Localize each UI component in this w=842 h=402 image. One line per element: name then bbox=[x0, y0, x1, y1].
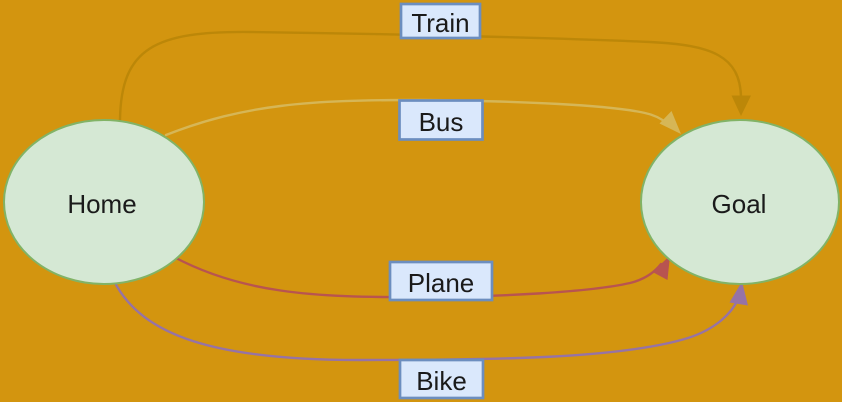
bus-label-text: Bus bbox=[419, 107, 464, 137]
home-node-label: Home bbox=[67, 189, 136, 219]
goal-node[interactable]: Goal bbox=[640, 119, 840, 285]
train-label-text: Train bbox=[411, 8, 469, 38]
home-node-shape[interactable] bbox=[3, 119, 205, 285]
bike-label-box[interactable] bbox=[398, 358, 485, 400]
home-node[interactable]: Home bbox=[3, 119, 205, 285]
train-arrowhead-icon bbox=[731, 95, 751, 116]
plane-edge-label[interactable]: Plane bbox=[388, 260, 494, 302]
train-label-box[interactable] bbox=[399, 2, 482, 40]
train-edge-label[interactable]: Train bbox=[399, 2, 482, 40]
bus-label-box[interactable] bbox=[398, 99, 484, 141]
bus-edge-label[interactable]: Bus bbox=[398, 99, 484, 141]
plane-arrowhead-icon bbox=[652, 255, 670, 280]
plane-label-box[interactable] bbox=[388, 260, 494, 302]
plane-label-text: Plane bbox=[408, 268, 475, 298]
bus-arrowhead-icon bbox=[659, 111, 681, 134]
goal-node-shape[interactable] bbox=[640, 119, 840, 285]
bike-edge-label[interactable]: Bike bbox=[398, 358, 485, 400]
bike-arrowhead-icon bbox=[729, 281, 748, 306]
goal-node-label: Goal bbox=[712, 189, 767, 219]
bike-label-text: Bike bbox=[416, 366, 467, 396]
